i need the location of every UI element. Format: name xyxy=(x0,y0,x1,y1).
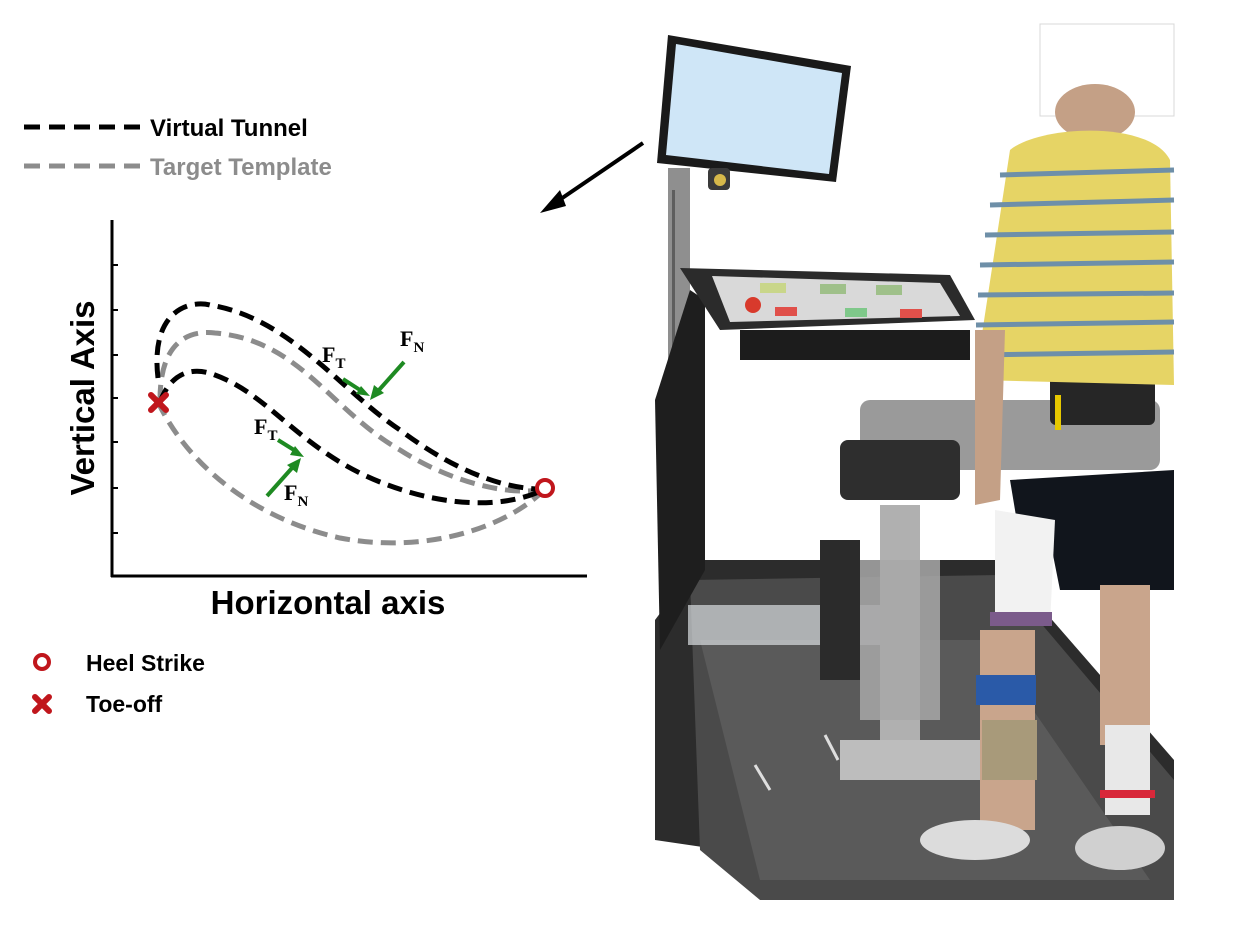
force-t-label-upper: FT xyxy=(322,342,345,372)
force-n-label-lower: FN xyxy=(284,480,308,510)
target-template-lower xyxy=(155,400,547,546)
tangential-force-arrow xyxy=(276,438,296,452)
plot-axes: Vertical Axis Horizontal axis xyxy=(64,220,587,621)
force-arrows-upper: FT FN xyxy=(322,326,424,400)
legend: Virtual Tunnel Target Template xyxy=(24,115,332,181)
force-t-label-lower: FT xyxy=(254,414,277,444)
robotic-gait-trainer-photo xyxy=(655,23,1175,900)
tangential-force-arrow xyxy=(341,377,362,392)
force-arrows-lower: FT FN xyxy=(254,414,308,510)
control-console xyxy=(680,268,975,360)
toe-off-label: Toe-off xyxy=(86,691,163,717)
virtual-tunnel-lower xyxy=(157,368,547,506)
pointer-arrow xyxy=(540,141,645,213)
virtual-tunnel-upper xyxy=(154,301,546,492)
normal-force-arrow xyxy=(265,466,294,498)
heel-strike-label: Heel Strike xyxy=(86,650,205,676)
heel-strike-marker xyxy=(535,478,555,498)
toe-off-marker xyxy=(148,392,169,413)
legend-template-label: Target Template xyxy=(150,154,332,181)
x-axis-label: Horizontal axis xyxy=(211,584,446,621)
legend-tunnel-label: Virtual Tunnel xyxy=(150,115,308,142)
marker-legend: Heel Strike Toe-off xyxy=(32,650,205,717)
person xyxy=(920,84,1175,870)
target-template-upper xyxy=(157,330,546,494)
heel-strike-icon xyxy=(33,653,51,671)
force-n-label-upper: FN xyxy=(400,326,424,356)
monitor-icon xyxy=(657,35,851,190)
y-axis-ticks xyxy=(112,264,118,534)
y-axis-label: Vertical Axis xyxy=(64,300,101,495)
exoskeleton xyxy=(820,355,1160,780)
normal-force-arrow xyxy=(377,360,406,392)
template-curves xyxy=(155,330,547,546)
toe-off-icon xyxy=(32,694,52,714)
tunnel-curves xyxy=(154,301,547,506)
